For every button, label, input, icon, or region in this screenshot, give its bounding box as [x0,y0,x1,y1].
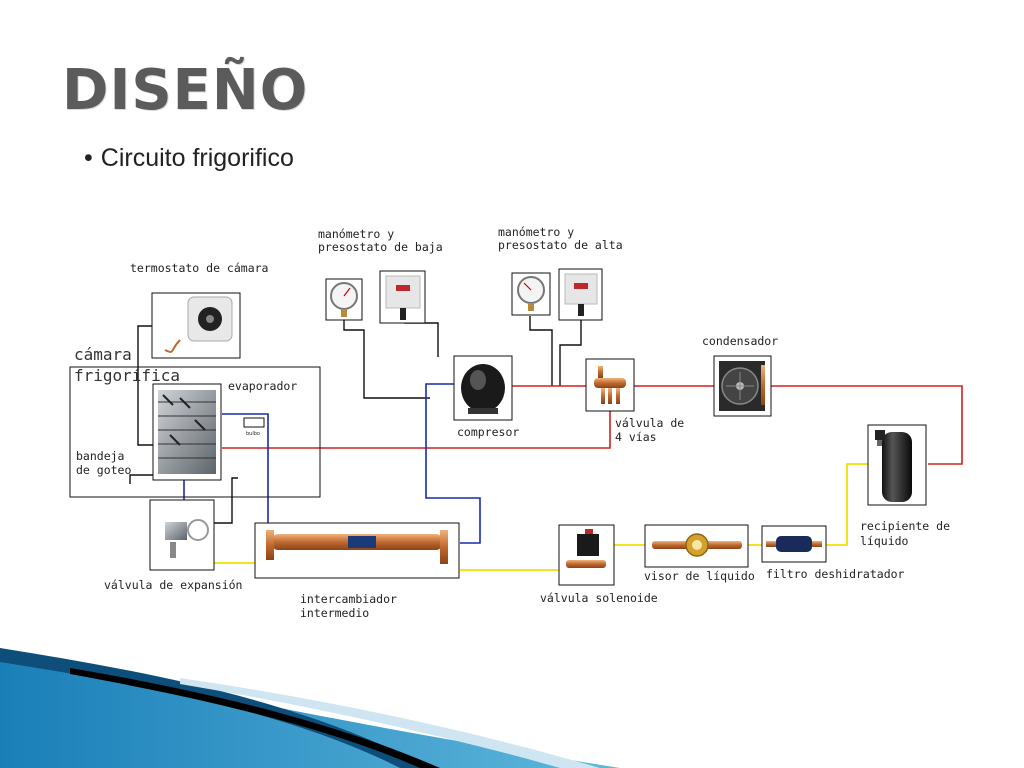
manometro-baja-label-2: presostato de baja [318,240,443,254]
bullet-item: •Circuito frigorifico [84,144,294,173]
valvula-expansion-icon [149,499,215,571]
manometro-baja-gauge-icon [325,278,363,321]
bulbo-icon: bulbo [243,417,265,437]
camara-label: cámara [74,345,132,364]
valvula-4-vias-label-2: 4 vías [615,430,657,444]
bullet-text: Circuito frigorifico [100,144,294,172]
intercambiador-label: intercambiador [300,592,397,606]
recipiente-label: recipiente de [860,519,950,533]
valvula-4-vias-label: válvula de [615,416,684,430]
manometro-baja-label: manómetro y [318,227,394,241]
red-lines [222,385,963,465]
presostato-baja-icon [379,270,426,324]
valvula-expansion-label: válvula de expansión [104,578,242,592]
termostato-label: termostato de cámara [130,261,268,275]
camara-label-2: frigorífica [74,366,180,385]
black-lines [129,316,582,524]
evaporador-label: evaporador [228,379,297,393]
valvula-4-vias-icon [585,358,635,412]
condensador-icon [713,355,772,417]
valvula-solenoide-icon [558,524,615,586]
filtro-deshidratador-icon [761,525,827,563]
bandeja-label-2: de goteo [76,463,131,477]
yellow-lines [214,463,868,571]
condensador-label: condensador [702,334,778,348]
decorative-wave [0,648,620,768]
slide-title: DISEÑO [62,58,309,123]
svg-text:bulbo: bulbo [246,431,260,437]
filtro-label: filtro deshidratador [766,567,905,581]
manometro-alta-label: manómetro y [498,225,574,239]
presostato-alta-icon [558,268,603,321]
camara-box [69,366,321,498]
bullet-dot: • [84,144,93,172]
intercambiador-icon [254,522,460,579]
recipiente-liquido-icon [867,424,927,506]
bandeja-label: bandeja [76,449,124,463]
compresor-label: compresor [457,425,519,439]
evaporador-icon [152,383,222,481]
blue-lines [183,383,481,544]
visor-label: visor de líquido [644,569,755,583]
recipiente-label-2: líquido [860,534,909,548]
manometro-alta-gauge-icon [511,272,551,316]
termostato-icon [151,292,241,359]
valvula-solenoide-label: válvula solenoide [540,591,658,605]
visor-liquido-icon [644,524,749,568]
manometro-alta-label-2: presostato de alta [498,238,623,252]
intercambiador-label-2: intermedio [300,606,369,620]
compresor-icon [453,355,513,421]
